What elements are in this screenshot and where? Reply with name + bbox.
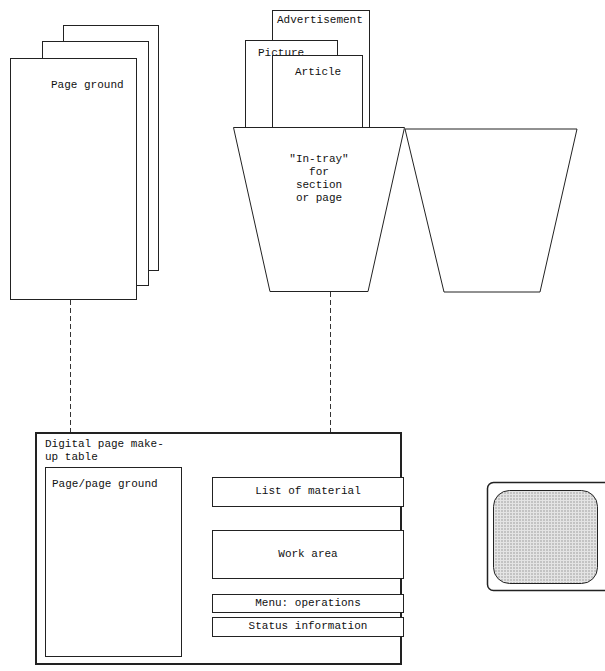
dashed-connector — [330, 292, 331, 432]
node-label: Article — [295, 66, 358, 79]
node-label: Work area — [217, 548, 399, 561]
in-tray-bucket: "In-tray" for section or page — [233, 127, 405, 292]
page-ground-sheet: Page ground — [10, 58, 137, 300]
node-label: Digital page make-up table — [45, 438, 165, 464]
bucket-outline — [233, 127, 405, 292]
monitor-screen — [494, 491, 598, 584]
dashed-connector — [70, 300, 71, 432]
node-label: Page/page ground — [52, 478, 177, 491]
page-area: Page/page ground — [45, 467, 182, 657]
node-label: Menu: operations — [217, 597, 399, 610]
node-label: List of material — [217, 485, 399, 498]
node-label: Advertisement — [277, 14, 365, 27]
node-label: "In-tray" for section or page — [288, 153, 351, 205]
make-up-table: Digital page make-up tablePage/page grou… — [35, 432, 402, 665]
node-label: Status information — [217, 620, 399, 633]
panel-box: Work area — [212, 530, 404, 579]
panel-box: Status information — [212, 617, 404, 637]
monitor-housing — [488, 483, 605, 591]
node-label: Page ground — [51, 79, 132, 92]
panel-box: Menu: operations — [212, 594, 404, 613]
empty-tray — [405, 129, 577, 292]
panel-box: List of material — [212, 477, 404, 507]
